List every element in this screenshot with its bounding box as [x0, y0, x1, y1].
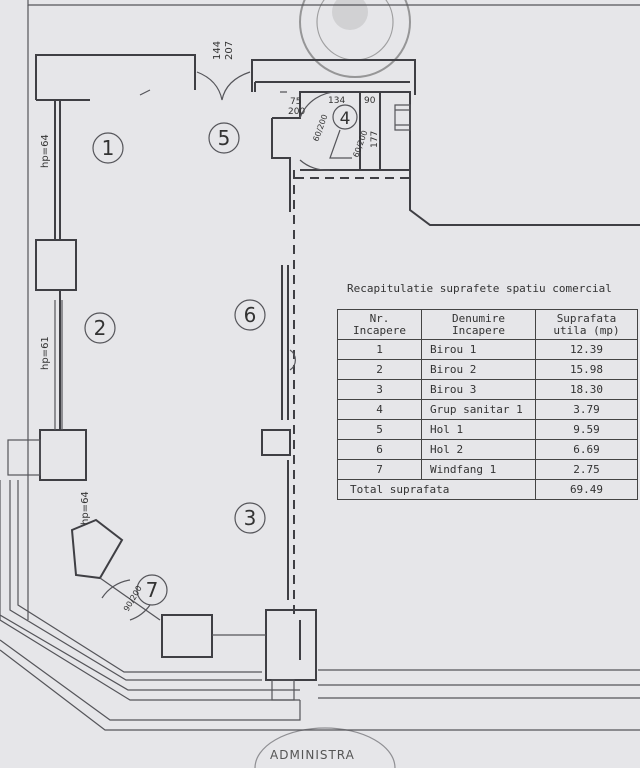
cell-nr: 6 [337, 439, 422, 460]
svg-text:90: 90 [364, 96, 376, 106]
cell-area: 6.69 [535, 439, 638, 460]
room-label-1: 1 [92, 132, 124, 164]
svg-text:207: 207 [224, 41, 235, 60]
svg-text:hp=61: hp=61 [40, 336, 51, 370]
svg-text:200: 200 [288, 107, 305, 117]
room-label-7: 7 [136, 574, 168, 606]
room-labels: 1 2 3 4 5 6 7 [84, 104, 358, 606]
summary-title: Recapitulatie suprafete spatiu comercial [347, 282, 612, 295]
cell-name: Hol 2 [421, 439, 536, 460]
stamp-bottom-text: ADMINISTRA [270, 748, 355, 762]
svg-text:134: 134 [328, 96, 345, 106]
svg-text:144: 144 [212, 41, 223, 60]
stamp-bottom [254, 727, 396, 768]
cell-nr: 7 [337, 459, 422, 480]
cell-name: Birou 3 [421, 379, 536, 400]
cell-nr: 5 [337, 419, 422, 440]
total-label: Total suprafata [337, 479, 536, 500]
room-label-5: 5 [208, 122, 240, 154]
svg-text:1: 1 [102, 136, 115, 160]
room-label-2: 2 [84, 312, 116, 344]
walls [0, 0, 640, 731]
svg-text:75: 75 [290, 97, 301, 107]
room-label-4: 4 [332, 104, 358, 130]
cell-name: Hol 1 [421, 419, 536, 440]
cell-area: 3.79 [535, 399, 638, 420]
cell-nr: 1 [337, 339, 422, 360]
svg-text:60/200: 60/200 [311, 113, 329, 143]
cell-name: Grup sanitar 1 [421, 399, 536, 420]
room-label-6: 6 [234, 299, 266, 331]
svg-text:177: 177 [370, 131, 380, 148]
cell-nr: 3 [337, 379, 422, 400]
header-nr: Nr. Incapere [337, 309, 422, 340]
svg-text:2: 2 [94, 316, 107, 340]
svg-text:hp=64: hp=64 [40, 134, 51, 168]
cell-name: Birou 2 [421, 359, 536, 380]
cell-area: 9.59 [535, 419, 638, 440]
cell-name: Birou 1 [421, 339, 536, 360]
svg-text:4: 4 [340, 109, 351, 129]
table-total-row: Total suprafata 69.49 [337, 479, 638, 500]
stamp-seal [299, 0, 411, 78]
cell-area: 2.75 [535, 459, 638, 480]
svg-text:5: 5 [218, 126, 231, 150]
area-summary: Recapitulatie suprafete spatiu comercial… [337, 282, 638, 500]
svg-text:90/200: 90/200 [122, 584, 144, 613]
cell-area: 18.30 [535, 379, 638, 400]
svg-text:3: 3 [244, 506, 257, 530]
cell-nr: 4 [337, 399, 422, 420]
svg-text:hp=64: hp=64 [80, 491, 91, 525]
svg-text:7: 7 [146, 578, 159, 602]
cell-name: Windfang 1 [421, 459, 536, 480]
svg-text:60/200: 60/200 [351, 129, 369, 159]
header-area: Suprafata utila (mp) [535, 309, 638, 340]
cell-area: 12.39 [535, 339, 638, 360]
area-table: Nr. Incapere Denumire Incapere Suprafata… [337, 309, 638, 500]
room-label-3: 3 [234, 502, 266, 534]
total-area: 69.49 [535, 479, 638, 500]
cell-area: 15.98 [535, 359, 638, 380]
table-header-row: Nr. Incapere Denumire Incapere Suprafata… [337, 309, 638, 340]
svg-text:6: 6 [244, 303, 257, 327]
cell-nr: 2 [337, 359, 422, 380]
dimension-annotations: hp=64 hp=61 hp=64 144 207 75 200 134 90 … [40, 41, 380, 613]
header-name: Denumire Incapere [421, 309, 536, 340]
